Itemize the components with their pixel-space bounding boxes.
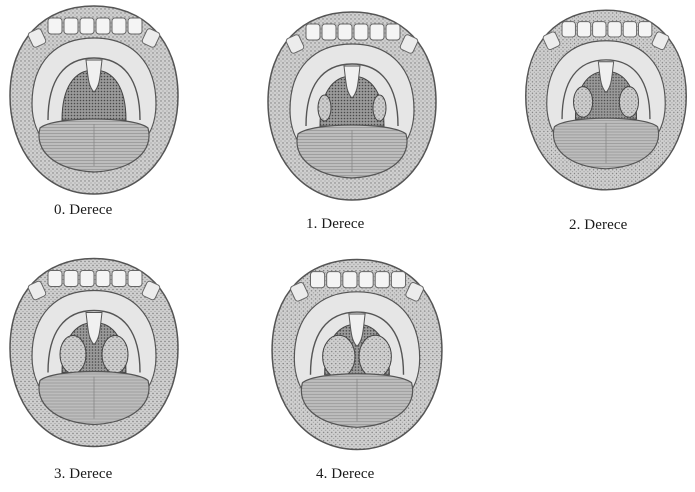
tonsil-right — [373, 95, 386, 121]
tonsil-right — [619, 87, 638, 118]
tonsil-left — [60, 336, 86, 374]
mouth-illustration-grade-2 — [520, 0, 692, 200]
mouth-illustration-grade-1 — [262, 6, 442, 206]
caption-grade-4: 4. Derece — [316, 466, 374, 483]
caption-grade-3: 3. Derece — [54, 466, 112, 483]
tonsil-right — [102, 336, 128, 374]
mouth-illustration-grade-0 — [4, 0, 184, 200]
tonsil-left — [318, 95, 331, 121]
tonsil-right — [359, 335, 391, 377]
tonsil-left — [323, 335, 355, 377]
caption-grade-2: 2. Derece — [569, 217, 627, 234]
mouth-illustration-grade-4 — [266, 252, 448, 457]
caption-grade-1: 1. Derece — [306, 216, 364, 233]
tonsil-left — [574, 87, 593, 118]
caption-grade-0: 0. Derece — [54, 202, 112, 219]
mouth-illustration-grade-3 — [4, 250, 184, 455]
